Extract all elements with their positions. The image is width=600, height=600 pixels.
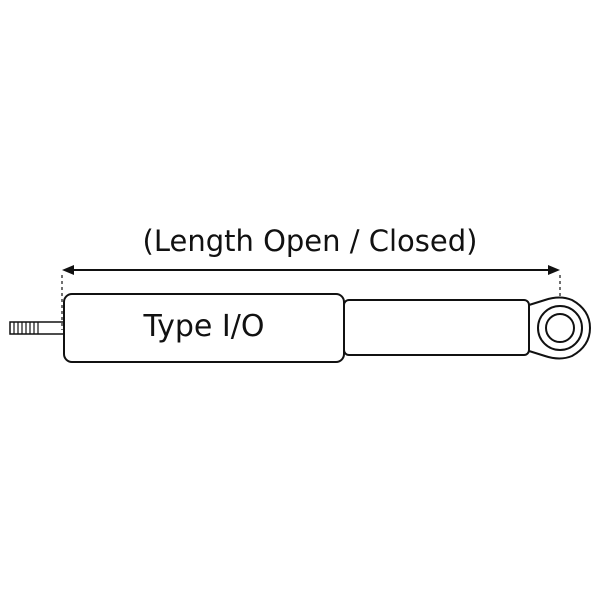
type-label: Type I/O [143, 309, 265, 344]
inner-tube [343, 299, 530, 356]
threaded-stud [9, 321, 65, 335]
dimension-label: (Length Open / Closed) [142, 224, 478, 258]
eye-mount [528, 296, 592, 360]
dimension-arrow [62, 265, 560, 275]
